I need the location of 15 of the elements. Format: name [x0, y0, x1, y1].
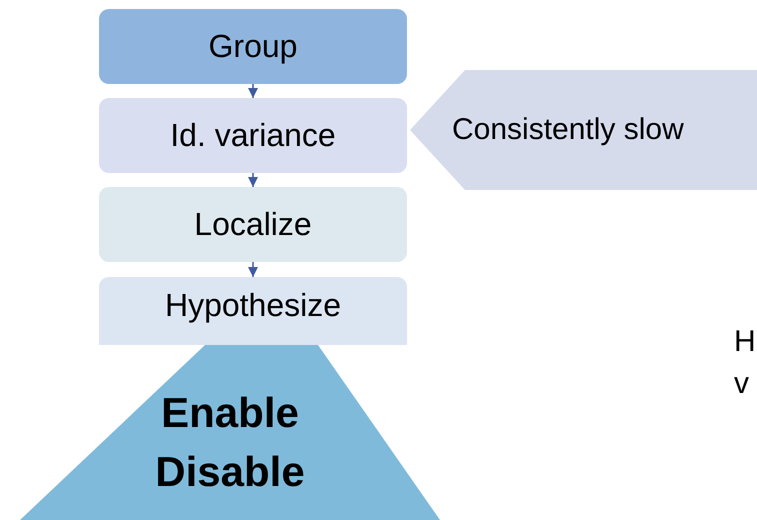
text-fragment: H — [734, 325, 756, 359]
step-label: Localize — [194, 205, 312, 244]
arrow — [248, 84, 258, 98]
arrow-label: Consistently slow — [452, 112, 684, 148]
step-label: Hypothesize — [164, 286, 342, 324]
arrow — [248, 262, 258, 277]
process-box — [99, 9, 407, 84]
process-box — [99, 277, 407, 345]
process-box — [99, 187, 407, 262]
step-label: Id. variance — [170, 116, 336, 155]
step-label: Group — [208, 27, 298, 66]
shape-label: Enable Disable — [154, 388, 306, 496]
arrow — [248, 173, 258, 187]
process-box — [99, 98, 407, 173]
text-fragment: v — [734, 367, 749, 401]
